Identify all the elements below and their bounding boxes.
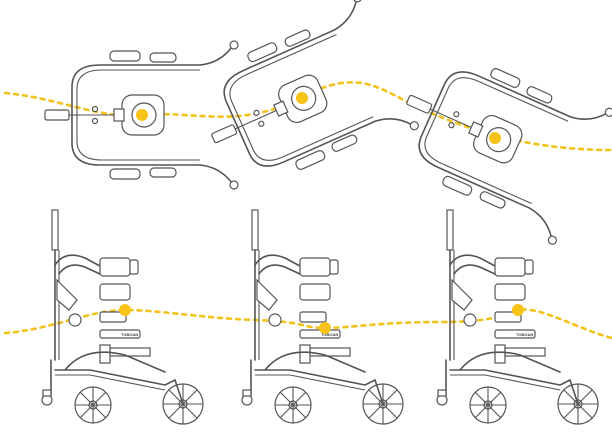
brand-label-1: TOBOAN [121,332,138,337]
side-cog-marker-1 [119,304,131,316]
side-cog-marker-3 [512,304,524,316]
top-cog-marker-3 [489,132,501,144]
brand-label-3: TOBOAN [516,332,533,337]
side-view-phase-3: TOBOAN [436,209,599,425]
top-cog-marker-2 [296,92,308,104]
side-cog-marker-2 [319,322,331,334]
top-cog-marker-1 [136,109,148,121]
side-view-phase-1: TOBOAN [41,209,204,425]
side-view-phase-2: TOBOAN [241,209,404,425]
brand-label-2: TOBOAN [321,332,338,337]
